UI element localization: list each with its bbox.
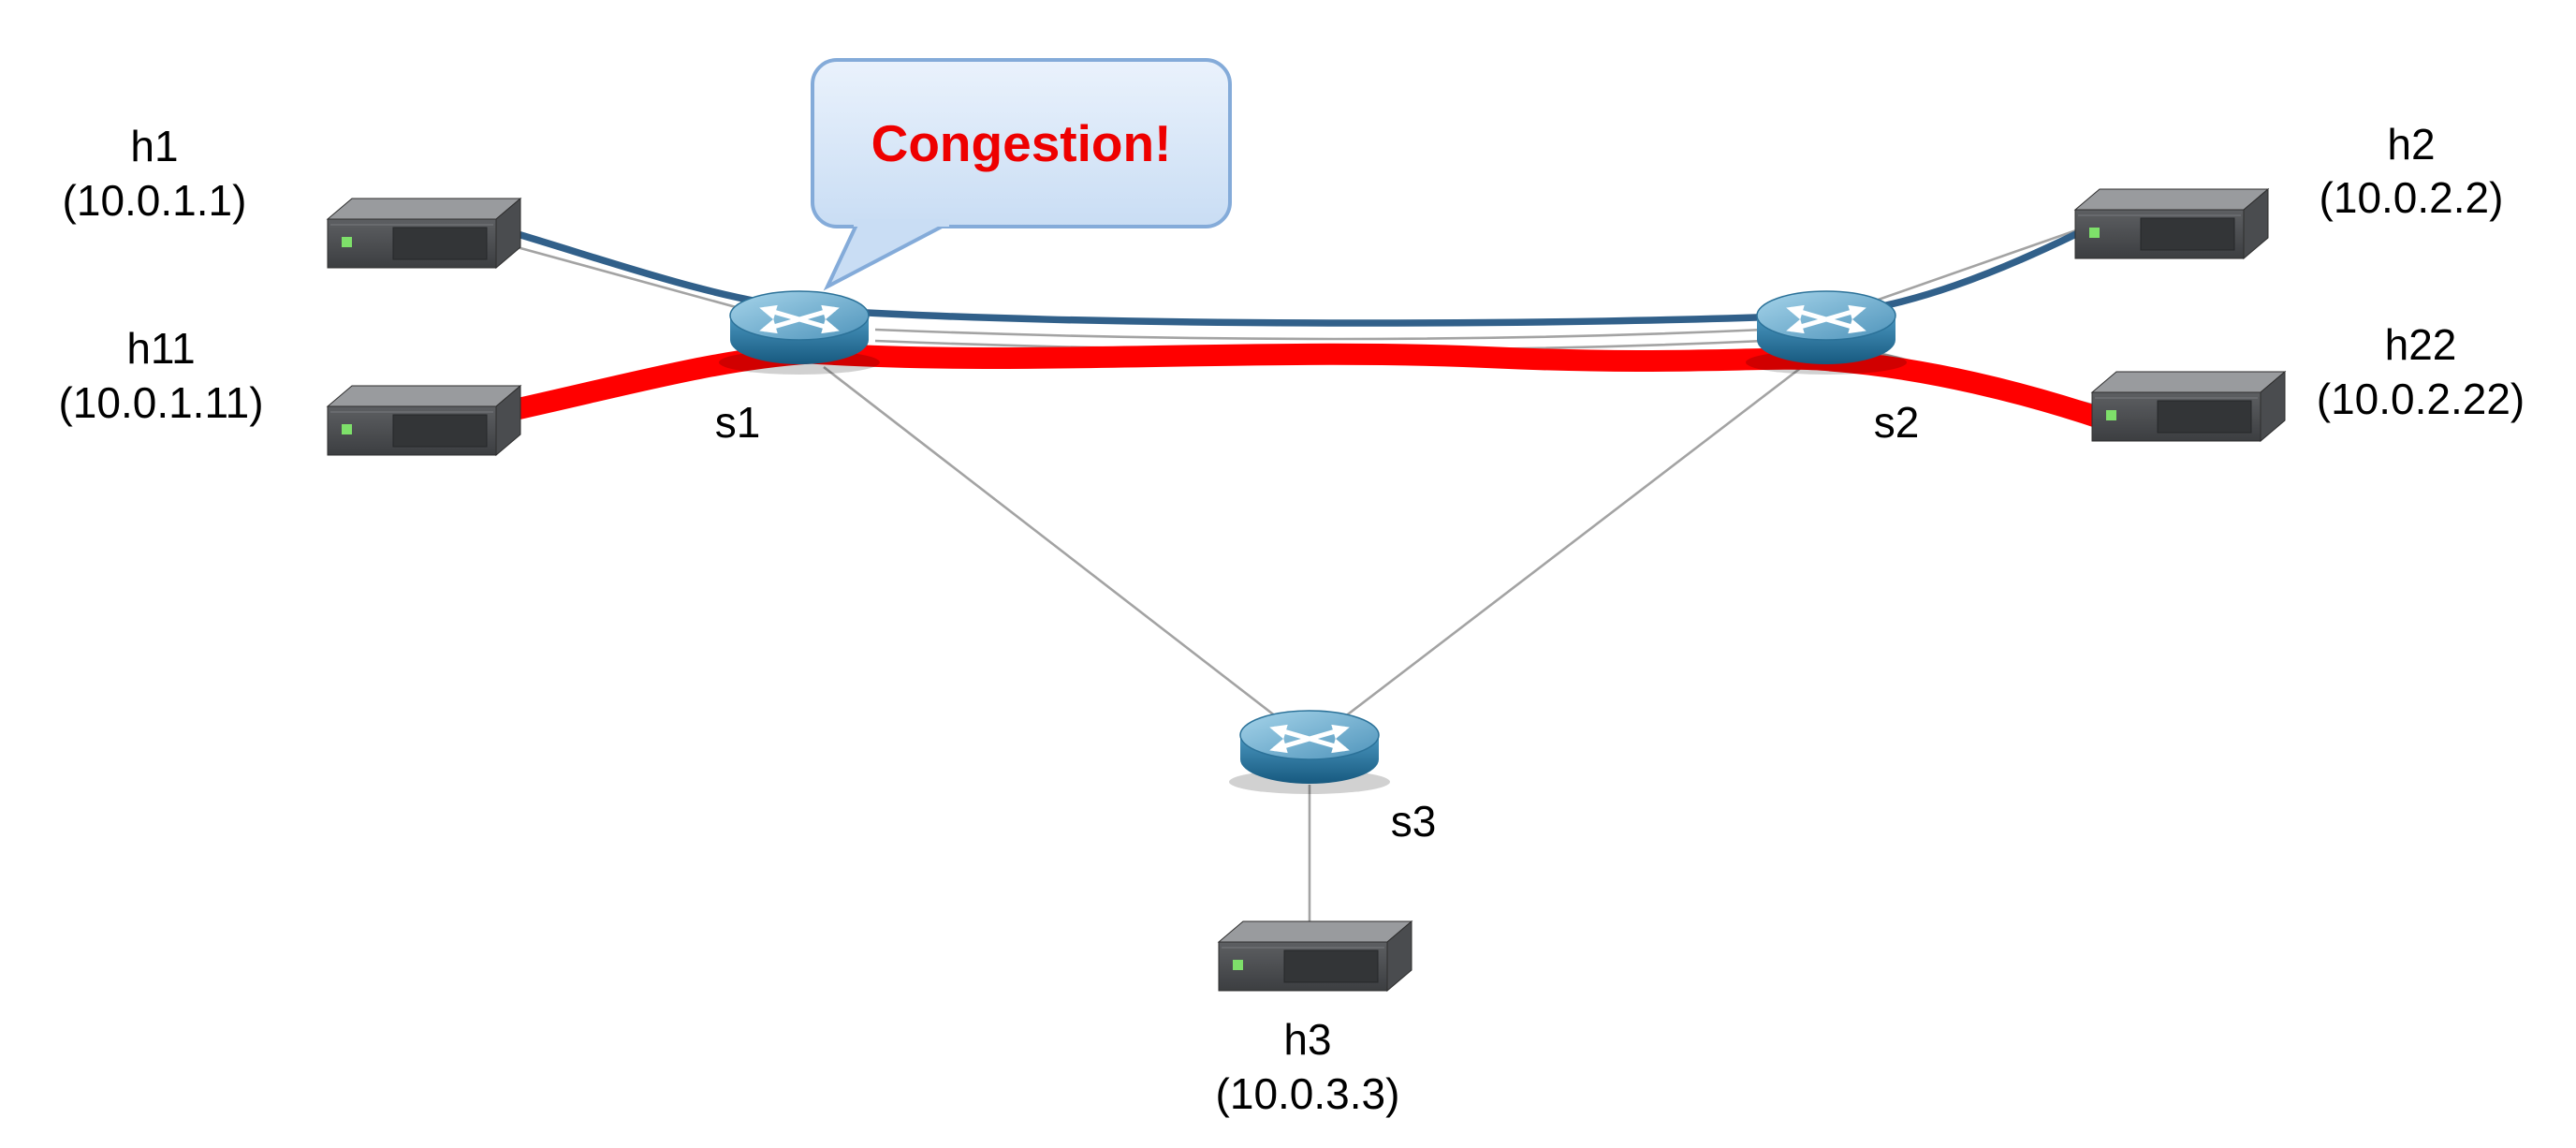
callout-tail [823,223,946,291]
server-icon-h1 [327,198,521,269]
router-icon-s2 [1746,291,1907,375]
switch-s2-label: s2 [1874,398,1920,447]
link-h1-s1 [509,243,778,320]
host-h2-ip: (10.0.2.2) [2320,173,2504,222]
link-s1-s3 [823,365,1285,725]
link-s2-s3 [1336,365,1803,725]
switch-s2 [1746,291,1907,375]
switch-s1 [719,291,880,375]
host-h2 [2074,188,2269,259]
callout-tail-joint [854,219,949,227]
host-h3 [1218,920,1412,992]
router-icon-s3 [1229,711,1390,794]
callout-bubble [811,58,1232,228]
host-h11-label: h11 [126,324,195,373]
host-h1-label: h1 [130,122,178,170]
host-h2-label: h2 [2387,120,2435,169]
link-s1-s2-upper [874,328,1765,341]
flow-normal-h1-h2 [514,228,2084,327]
host-h22 [2091,371,2286,442]
host-h3-ip: (10.0.3.3) [1216,1069,1400,1118]
server-icon-h2 [2074,188,2269,259]
link-s2-h2 [1851,228,2077,311]
congestion-callout: Congestion! [811,58,1232,291]
server-icon-h22 [2091,371,2286,442]
host-h22-ip: (10.0.2.22) [2317,375,2525,423]
callout-text: Congestion! [871,114,1172,172]
host-h3-label: h3 [1283,1015,1331,1064]
router-icon-s1 [719,291,880,375]
switch-s3-label: s3 [1391,797,1437,846]
switch-s1-label: s1 [715,398,761,447]
host-h11 [327,385,521,456]
host-h1-ip: (10.0.1.1) [63,176,247,225]
server-icon-h11 [327,385,521,456]
host-h1 [327,198,521,269]
switch-s3 [1229,711,1390,794]
server-icon-h3 [1218,920,1412,992]
host-h11-ip: (10.0.1.11) [58,378,263,427]
host-h22-label: h22 [2385,320,2457,369]
